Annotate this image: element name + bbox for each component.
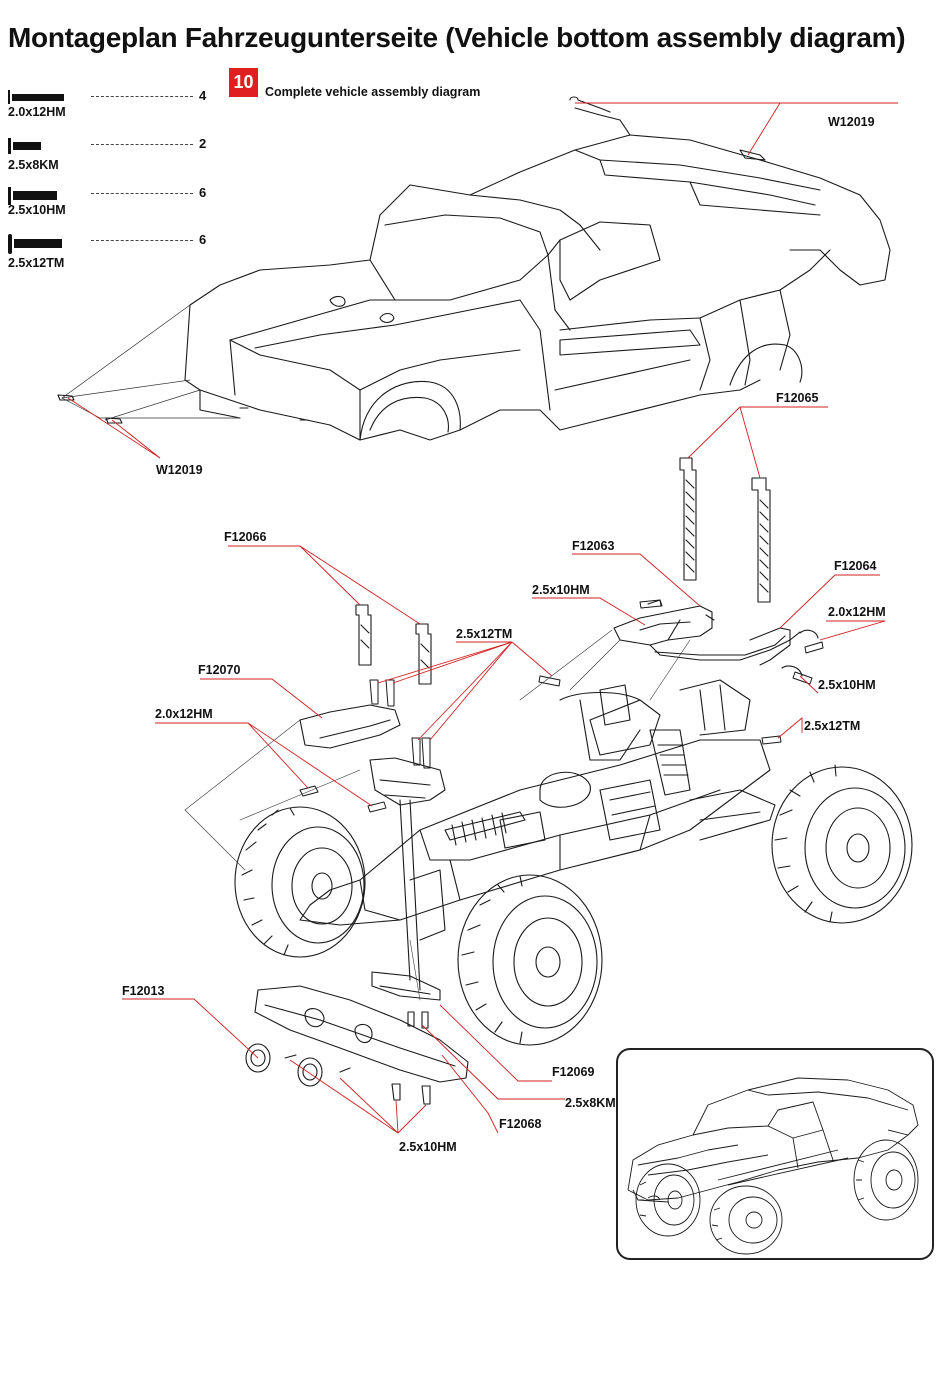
label-screw-2-5x10hm: 2.5x10HM bbox=[399, 1140, 457, 1154]
label-screw-2-5x10hm: 2.5x10HM bbox=[818, 678, 876, 692]
wheel-rear-right bbox=[772, 765, 912, 923]
label-w12019: W12019 bbox=[156, 463, 203, 477]
front-bumper bbox=[255, 972, 468, 1082]
label-f12069: F12069 bbox=[552, 1065, 594, 1079]
label-screw-2-0x12hm: 2.0x12HM bbox=[155, 707, 213, 721]
label-screw-2-5x8km: 2.5x8KM bbox=[565, 1096, 616, 1110]
label-f12063: F12063 bbox=[572, 539, 614, 553]
label-f12065: F12065 bbox=[776, 391, 818, 405]
wheel-front-right bbox=[458, 875, 602, 1045]
label-f12066: F12066 bbox=[224, 530, 266, 544]
front-body-post bbox=[356, 605, 431, 684]
label-f12070: F12070 bbox=[198, 663, 240, 677]
completed-vehicle-inset bbox=[616, 1048, 934, 1260]
rear-body-mount bbox=[614, 600, 818, 676]
screws bbox=[300, 600, 823, 812]
label-f12064: F12064 bbox=[834, 559, 876, 573]
body-post bbox=[680, 458, 770, 602]
wheel-front-left bbox=[235, 807, 365, 957]
label-f12013: F12013 bbox=[122, 984, 164, 998]
chassis bbox=[300, 680, 775, 990]
label-screw-2-5x10hm: 2.5x10HM bbox=[532, 583, 590, 597]
label-screw-2-0x12hm: 2.0x12HM bbox=[828, 605, 886, 619]
label-screw-2-5x12tm: 2.5x12TM bbox=[804, 719, 860, 733]
label-screw-2-5x12tm: 2.5x12TM bbox=[456, 627, 512, 641]
label-w12019: W12019 bbox=[828, 115, 875, 129]
callout-leaders bbox=[68, 103, 898, 1133]
completed-vehicle-illustration bbox=[618, 1050, 932, 1258]
label-f12068: F12068 bbox=[499, 1117, 541, 1131]
